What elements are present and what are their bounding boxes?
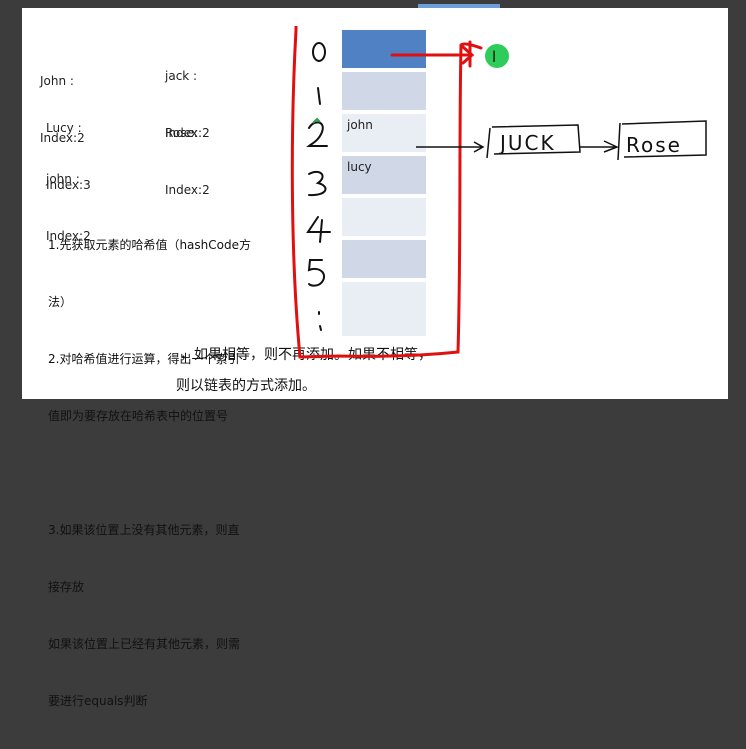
entry-jack: jack : Index:2 [165, 29, 210, 181]
entry-index: Index:2 [40, 131, 85, 145]
john-arrow [416, 141, 485, 153]
red-arrow [390, 40, 475, 68]
table-cell-1 [342, 72, 426, 112]
cell-text: lucy [347, 160, 372, 174]
step-line: 接存放 [48, 580, 85, 594]
table-cell-3: lucy [342, 156, 426, 196]
entry-index: Index:2 [165, 183, 210, 197]
entry-rose: Rose: Index:2 [165, 86, 210, 238]
top-bar-accent [418, 4, 500, 8]
juck-box [486, 124, 581, 159]
screen: John : Index:2 jack : Index:2 Lucy : Ind… [0, 0, 746, 708]
entry-name: Rose: [165, 126, 198, 140]
entry-john-lower: john : Index:2 [46, 132, 91, 284]
entry-index: Index:2 [165, 126, 210, 140]
digit-2 [305, 121, 328, 147]
tail-line-1: ，如果相等，则不再添加。如果不相等， [180, 347, 432, 363]
step-line: 1.先获取元素的哈希值（hashCode方 [48, 238, 251, 252]
entry-john: John : Index:2 [40, 34, 85, 186]
green-tick [312, 117, 321, 124]
green-marker [485, 44, 509, 68]
entry-lucy: Lucy : Index:3 [46, 81, 91, 233]
digit-5 [307, 259, 326, 287]
entry-name: jack : [165, 69, 198, 83]
chain-arrow [580, 140, 619, 153]
dot-label: l [492, 48, 496, 66]
digit-1 [317, 87, 321, 105]
step-line: 值即为要存放在哈希表中的位置号 [48, 409, 229, 423]
table-cell-6 [342, 282, 426, 338]
step-line: 如果该位置上已经有其他元素，则需 [48, 637, 241, 651]
step-line: 法） [48, 295, 73, 309]
handwriting-layer: l JUCK Rose [290, 26, 707, 359]
step-line: 2.对哈希值进行运算，得出一个索引 [48, 352, 240, 366]
step-line: 要进行equals判断 [48, 694, 148, 708]
table-cell-5 [342, 240, 426, 280]
table-cell-2: john [342, 114, 426, 154]
rose-text: Rose [626, 133, 682, 157]
top-bar [0, 0, 746, 8]
digit-0 [312, 42, 326, 62]
digit-colon [318, 311, 322, 331]
rose-box [617, 120, 707, 161]
entry-index: Index:3 [46, 178, 91, 192]
entry-name: john : [46, 172, 80, 186]
index-digits [305, 42, 331, 331]
entry-index: Index:2 [46, 229, 91, 243]
entry-name: John : [40, 74, 74, 88]
tail-line-2: 则以链表的方式添加。 [176, 378, 316, 394]
digit-4 [306, 216, 331, 243]
red-bracket [290, 28, 483, 359]
step-line: 3.如果该位置上没有其他元素，则直 [48, 523, 240, 537]
cell-text: john [347, 118, 373, 132]
entry-name: Lucy : [46, 121, 82, 135]
digit-3 [308, 170, 327, 197]
juck-text: JUCK [498, 131, 556, 155]
table-cell-0 [342, 30, 426, 70]
table-cell-4 [342, 198, 426, 238]
step-line [48, 464, 251, 483]
